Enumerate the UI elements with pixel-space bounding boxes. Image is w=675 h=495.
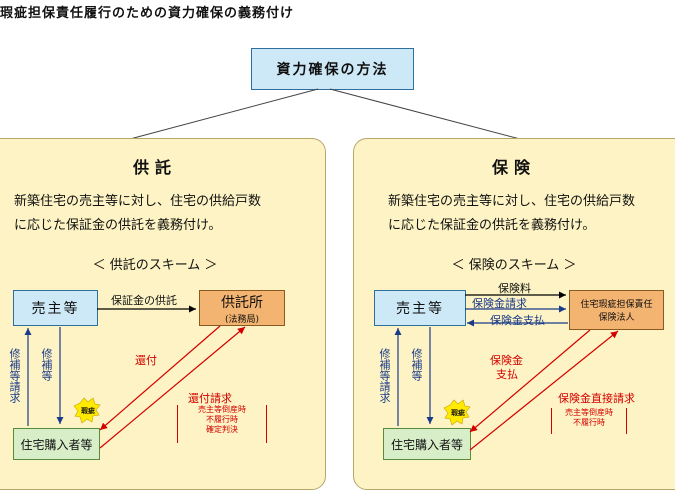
right-defect-badge: 瑕疵 bbox=[451, 409, 465, 417]
right-conditions: 売主等倒産時 不履行時 bbox=[551, 408, 627, 434]
direct-claim-arrow bbox=[469, 330, 619, 451]
left-desc-line2: に応じた保証金の供託を義務付け。 bbox=[14, 218, 222, 233]
right-seller-box: 売主等 bbox=[374, 290, 466, 326]
insurance-payout-label-1: 保険金 bbox=[490, 354, 523, 367]
insurer-box: 住宅瑕疵担保責任 保険法人 bbox=[569, 290, 664, 330]
left-panel-title: 供託 bbox=[132, 158, 177, 177]
right-condition-1: 売主等倒産時 bbox=[565, 408, 613, 417]
left-scheme-heading: ＜ 供託のスキーム ＞ bbox=[92, 258, 218, 273]
insurer-line2: 保険法人 bbox=[598, 313, 635, 323]
right-desc-line1: 新築住宅の売主等に対し、住宅の供給戸数 bbox=[388, 194, 636, 209]
left-condition-1: 売主等倒産時 bbox=[198, 405, 246, 414]
left-repair-request-label: 修補等請求 bbox=[8, 348, 21, 403]
right-scheme-heading: ＜ 保険のスキーム ＞ bbox=[451, 258, 577, 273]
direct-claim-label: 保険金直接請求 bbox=[558, 392, 635, 405]
left-buyer-box: 住宅購入者等 bbox=[13, 428, 100, 460]
depository-name: 供託所 bbox=[221, 294, 263, 311]
return-request-label: 還付請求 bbox=[188, 392, 232, 405]
left-repair-label: 修補等 bbox=[40, 348, 53, 381]
right-desc-line2: に応じた保証金の供託を義務付け。 bbox=[388, 218, 596, 233]
left-condition-3: 確定判決 bbox=[206, 425, 238, 434]
left-defect-star bbox=[73, 397, 101, 424]
left-desc-line1: 新築住宅の売主等に対し、住宅の供給戸数 bbox=[14, 194, 262, 209]
payout-label: 保険金支払 bbox=[490, 314, 545, 327]
return-arrow bbox=[99, 325, 221, 431]
claim-label: 保険金請求 bbox=[472, 297, 527, 310]
right-repair-label: 修補等 bbox=[410, 348, 423, 381]
connector-right bbox=[329, 88, 521, 140]
left-seller-box: 売主等 bbox=[13, 290, 98, 326]
depository-box: 供託所 (法務局) bbox=[199, 290, 285, 326]
return-request-arrow bbox=[99, 326, 246, 449]
right-buyer-box: 住宅購入者等 bbox=[383, 428, 471, 460]
right-repair-request-label: 修補等請求 bbox=[378, 348, 391, 403]
right-condition-2: 不履行時 bbox=[573, 418, 605, 427]
connector-left bbox=[129, 88, 319, 140]
deposit-label: 保証金の供託 bbox=[111, 294, 177, 307]
right-defect-star bbox=[443, 399, 471, 426]
insurance-payout-label-2: 支払 bbox=[496, 368, 518, 381]
depository-sub: (法務局) bbox=[224, 314, 260, 325]
premium-label: 保険料 bbox=[498, 282, 531, 295]
left-defect-badge: 瑕疵 bbox=[81, 407, 95, 415]
left-condition-2: 不履行時 bbox=[206, 415, 238, 424]
insurer-line1: 住宅瑕疵担保責任 bbox=[580, 300, 653, 310]
right-panel-title: 保険 bbox=[491, 158, 536, 177]
left-conditions: 売主等倒産時 不履行時 確定判決 bbox=[177, 405, 267, 443]
insurance-payout-arrow bbox=[469, 329, 591, 433]
return-label: 還付 bbox=[135, 354, 157, 367]
page-title: 瑕疵担保責任履行のための資力確保の義務付け bbox=[0, 6, 295, 21]
